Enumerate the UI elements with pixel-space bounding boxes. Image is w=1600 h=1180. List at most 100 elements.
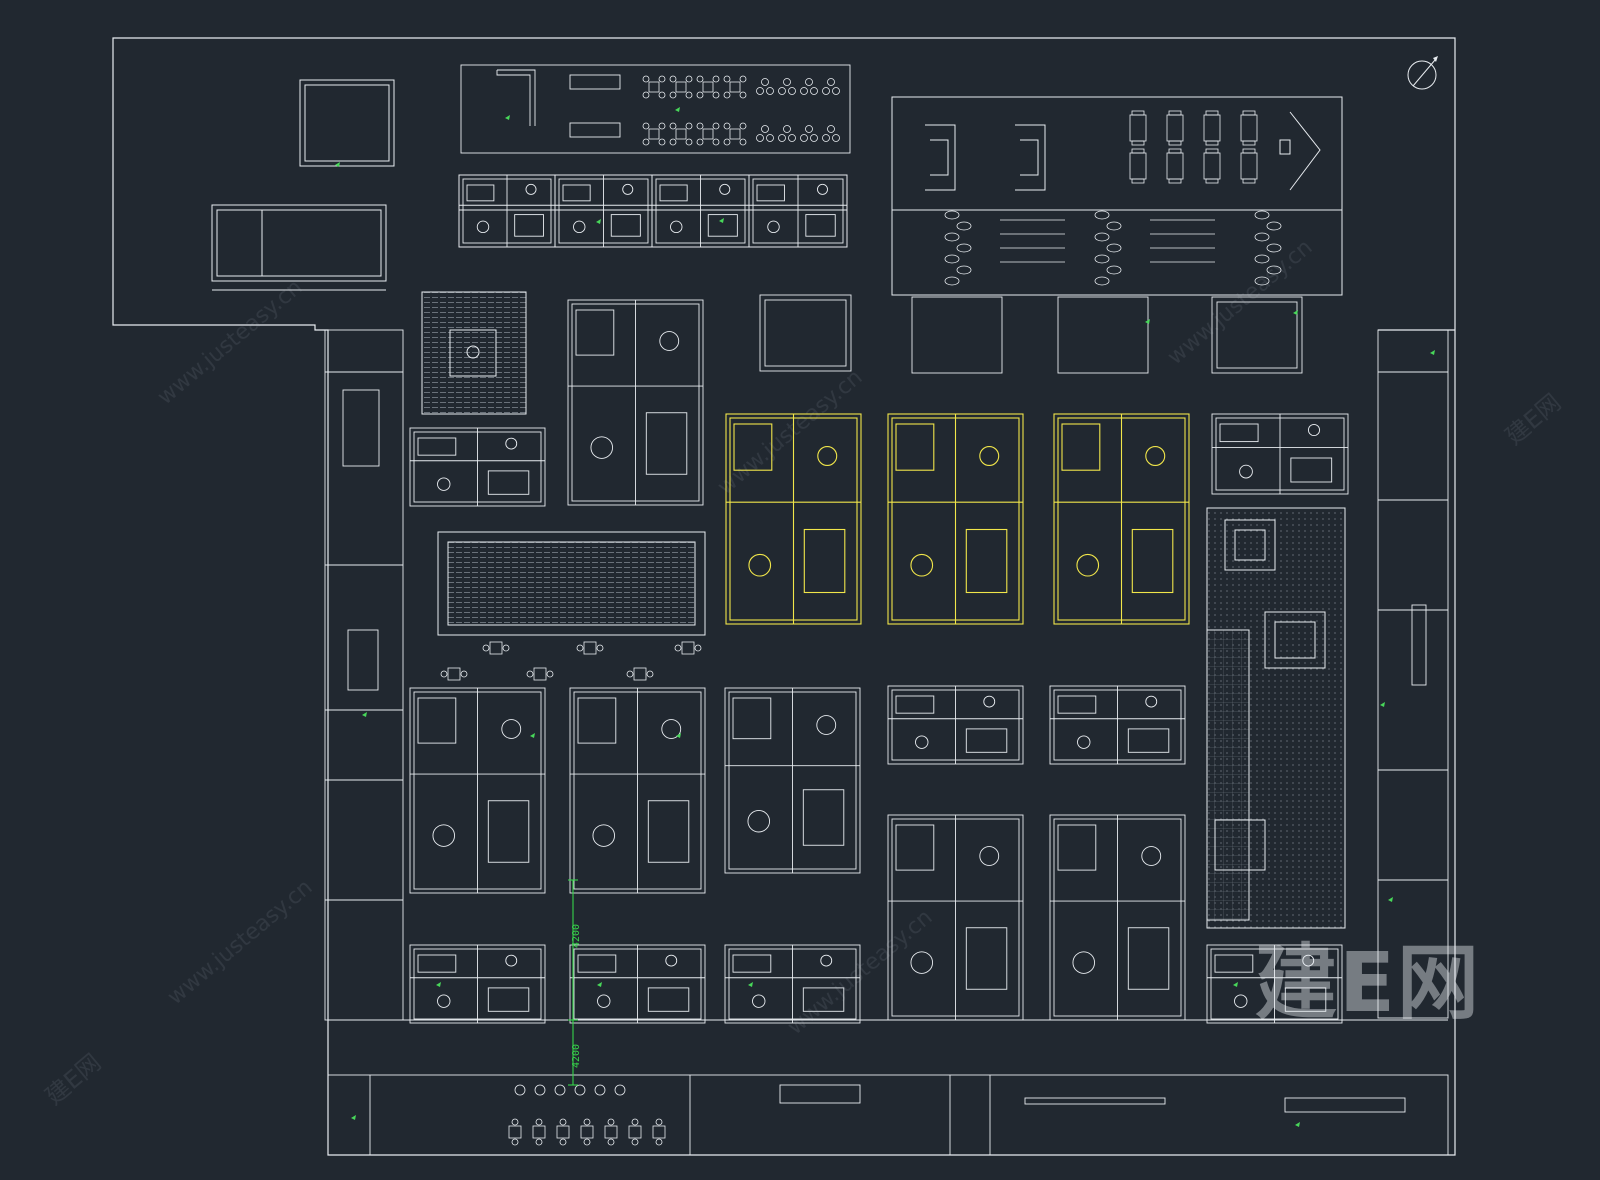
stepping-stone bbox=[1094, 276, 1110, 286]
unit-table bbox=[915, 735, 929, 749]
hall-table bbox=[1129, 152, 1147, 180]
stool bbox=[832, 134, 840, 142]
unit-table bbox=[748, 553, 772, 577]
top-meeting-block bbox=[460, 64, 851, 154]
unit-room bbox=[965, 728, 1008, 753]
hall-chair bbox=[1131, 148, 1145, 154]
hall-table bbox=[1240, 114, 1258, 142]
unit-bed bbox=[417, 954, 457, 973]
dining-chair bbox=[546, 670, 554, 678]
dining-chair bbox=[607, 1118, 615, 1126]
dining-table bbox=[681, 641, 695, 655]
unit-room bbox=[487, 987, 530, 1012]
stool bbox=[827, 78, 835, 86]
cafe-chair bbox=[712, 91, 720, 99]
label-mark bbox=[505, 115, 510, 120]
stool bbox=[822, 134, 830, 142]
stool bbox=[800, 134, 808, 142]
hall-table bbox=[1203, 152, 1221, 180]
unit-bed bbox=[732, 954, 772, 973]
top-left-rooms bbox=[211, 79, 395, 291]
right-service-strip bbox=[1377, 329, 1449, 1019]
cafe-chair bbox=[723, 91, 731, 99]
unit-fixture bbox=[817, 445, 838, 466]
unit-bed bbox=[895, 695, 935, 714]
label-mark bbox=[1380, 702, 1385, 707]
round-stool bbox=[554, 1084, 566, 1096]
unit-bed bbox=[733, 423, 773, 471]
cafe-chair bbox=[669, 75, 677, 83]
unit-fixture bbox=[979, 846, 1000, 866]
north-arrow-icon bbox=[1407, 56, 1438, 90]
dining-chair bbox=[535, 1118, 543, 1126]
dining-table bbox=[580, 1125, 594, 1139]
cafe-tables bbox=[642, 75, 840, 146]
stepping-stone bbox=[1266, 221, 1282, 231]
unit-table bbox=[747, 809, 771, 833]
hall-seating bbox=[944, 110, 1282, 286]
dining-table bbox=[489, 641, 503, 655]
dining-chair bbox=[596, 644, 604, 652]
dining-chair bbox=[583, 1118, 591, 1126]
dining-table bbox=[633, 667, 647, 681]
unit-room bbox=[487, 470, 530, 495]
stepping-stone bbox=[1254, 210, 1270, 220]
label-mark bbox=[675, 107, 680, 112]
unit-fixture bbox=[501, 719, 522, 739]
unit-room bbox=[645, 412, 688, 475]
unit-room bbox=[802, 789, 845, 846]
round-stool bbox=[574, 1084, 586, 1096]
stool bbox=[805, 78, 813, 86]
label-mark bbox=[436, 982, 441, 987]
cafe-chair bbox=[739, 75, 747, 83]
unit-bed bbox=[756, 184, 785, 202]
dining-chair bbox=[607, 1138, 615, 1146]
unit-bed bbox=[562, 184, 591, 202]
unit-room bbox=[487, 800, 530, 863]
dining-chair bbox=[460, 670, 468, 678]
unit-table bbox=[670, 220, 683, 234]
dining-chair bbox=[482, 644, 490, 652]
stepping-stone bbox=[956, 243, 972, 253]
hall-chair bbox=[1131, 140, 1145, 146]
label-mark bbox=[1430, 350, 1435, 355]
dining-chair bbox=[576, 644, 584, 652]
cafe-table bbox=[675, 81, 687, 93]
hall-chair bbox=[1131, 178, 1145, 184]
stepping-stone bbox=[944, 276, 960, 286]
top-right-hall bbox=[891, 96, 1343, 296]
unit-room bbox=[1284, 987, 1327, 1012]
cafe-chair bbox=[685, 138, 693, 146]
dining-table bbox=[652, 1125, 666, 1139]
hall-chair bbox=[1242, 110, 1256, 116]
cafe-table bbox=[675, 128, 687, 140]
stepping-stone bbox=[1106, 265, 1122, 275]
unit-bed bbox=[895, 824, 935, 871]
label-mark bbox=[719, 218, 724, 223]
cafe-chair bbox=[685, 75, 693, 83]
unit-table bbox=[437, 477, 451, 491]
unit-fixture bbox=[820, 954, 833, 967]
dining-chair bbox=[694, 644, 702, 652]
label-mark bbox=[530, 733, 535, 738]
hall-table bbox=[1129, 114, 1147, 142]
round-stool bbox=[594, 1084, 606, 1096]
cafe-chair bbox=[658, 138, 666, 146]
unit-table bbox=[590, 436, 614, 459]
cafe-chair bbox=[712, 138, 720, 146]
dining-chair bbox=[631, 1138, 639, 1146]
hall-chair bbox=[1168, 178, 1182, 184]
unit-table bbox=[1077, 735, 1091, 749]
cafe-chair bbox=[658, 75, 666, 83]
dining-table bbox=[447, 667, 461, 681]
unit-room bbox=[965, 927, 1008, 990]
unit-room bbox=[647, 800, 690, 863]
dimension-lines bbox=[568, 879, 578, 1086]
unit-bed bbox=[417, 437, 457, 456]
unit-bed bbox=[1057, 824, 1097, 871]
stepping-stone bbox=[1254, 276, 1270, 286]
unit-room bbox=[802, 987, 845, 1012]
unit-fixture bbox=[1302, 954, 1315, 967]
unit-table bbox=[1072, 951, 1095, 974]
